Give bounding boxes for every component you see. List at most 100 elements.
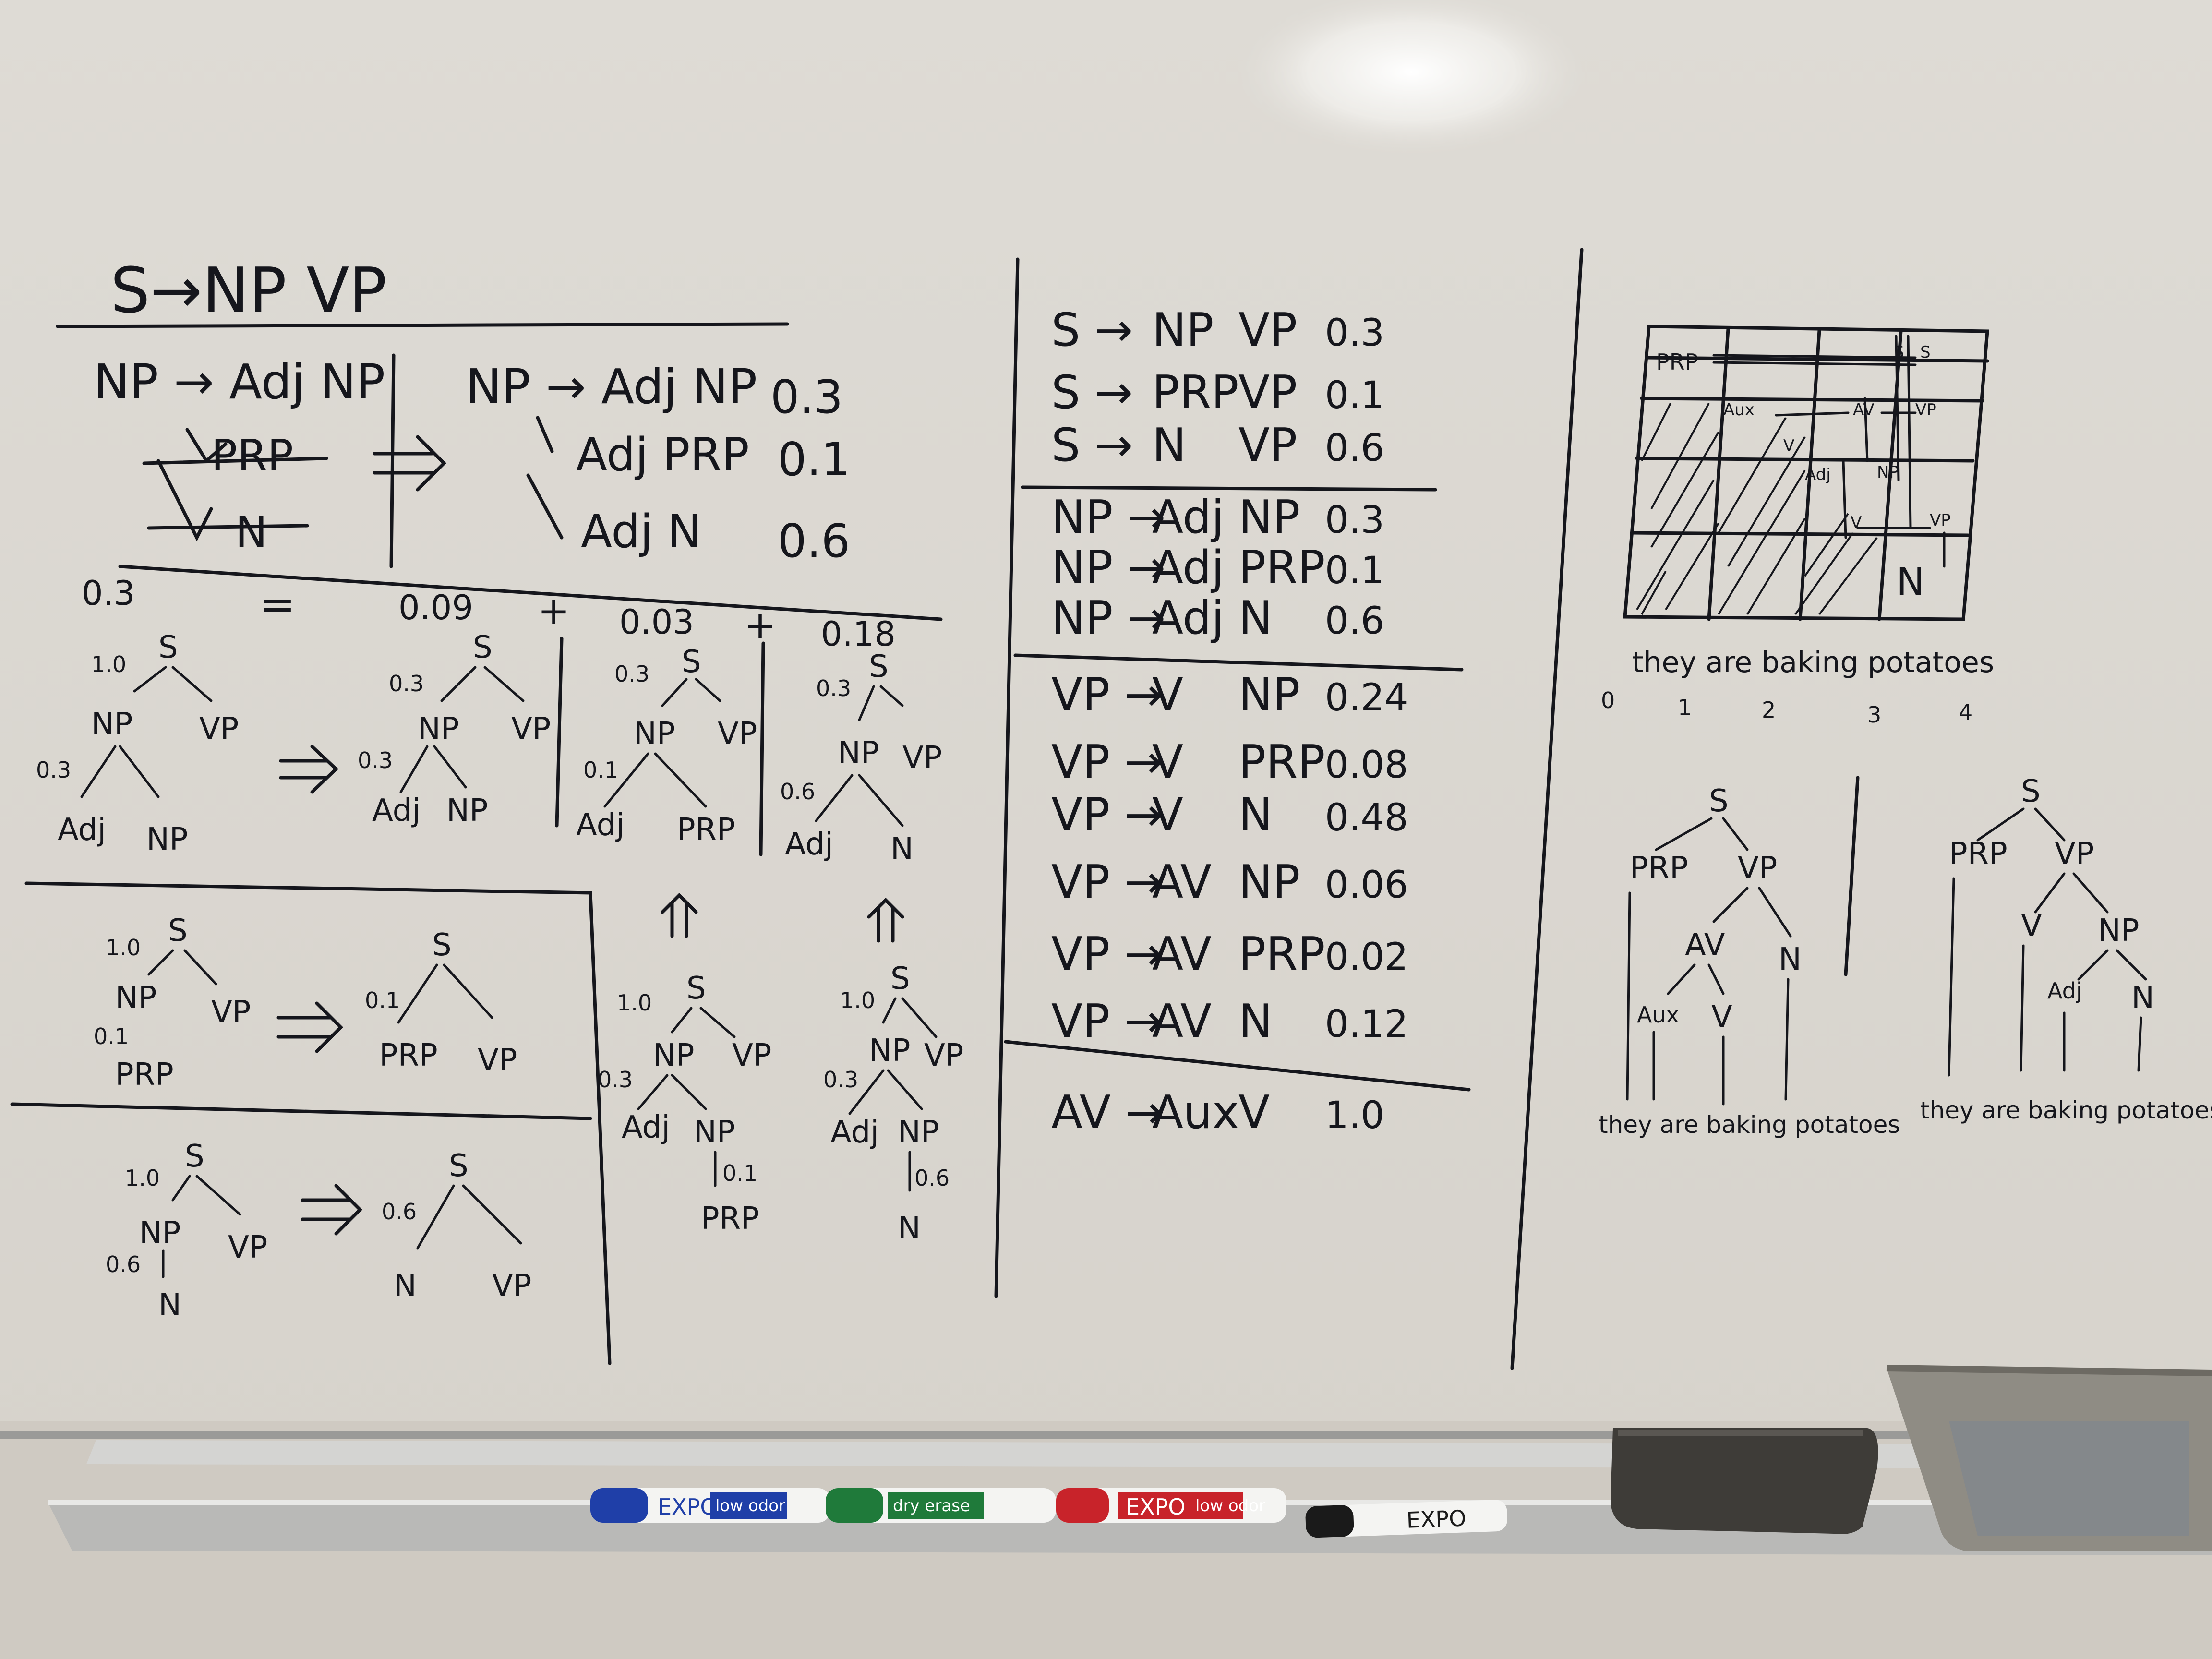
tree-a: S 1.0 NP VP 0.3 Adj NP — [36, 630, 239, 857]
rhs-prob-2: 0.1 — [778, 433, 850, 486]
rule-2-4-lhs: VP → — [1051, 928, 1163, 981]
left-section: S→NP VP NP → Adj NP PRP N NP → Adj NP 0.… — [10, 254, 963, 1365]
lhs-rule-2: PRP — [211, 431, 293, 481]
svg-text:dry erase: dry erase — [893, 1496, 970, 1515]
svg-text:Adj: Adj — [622, 1110, 670, 1145]
svg-text:Adj: Adj — [576, 807, 625, 843]
rule-2-1-prob: 0.08 — [1325, 744, 1408, 787]
svg-text:PRP: PRP — [677, 812, 735, 848]
svg-text:0.3: 0.3 — [598, 1067, 633, 1093]
divider-right — [1510, 248, 1584, 1370]
svg-text:Aux: Aux — [1723, 400, 1755, 420]
rule-0-1-lhs: S → — [1051, 366, 1133, 419]
svg-text:NP: NP — [139, 1215, 180, 1251]
divider-left — [994, 257, 1020, 1298]
rule-2-2-lhs: VP → — [1051, 789, 1163, 842]
rule-2-3-rhs2: NP — [1238, 856, 1300, 909]
rule-2-0-rhs1: V — [1152, 669, 1183, 721]
marker-red[interactable]: EXPO low odor — [1056, 1488, 1286, 1523]
rule-2-1-rhs2: PRP — [1238, 736, 1325, 789]
lhs-rule-3: N — [235, 507, 267, 558]
rule-0-1-rhs1: PRP — [1152, 366, 1239, 419]
marker-blue[interactable]: EXPO low odor — [590, 1488, 830, 1523]
rule-1-0-rhs2: NP — [1238, 491, 1300, 544]
rule-0-2-rhs1: N — [1152, 419, 1186, 472]
svg-text:1.0: 1.0 — [91, 651, 126, 677]
eraser-pouch — [1886, 1365, 2212, 1551]
rule-2-2-rhs2: N — [1238, 789, 1273, 842]
eq-lhs: 0.3 — [82, 574, 135, 613]
svg-text:VP: VP — [2055, 836, 2094, 872]
eq-term-3: 0.18 — [821, 614, 896, 654]
svg-text:3: 3 — [1867, 702, 1881, 728]
eraser[interactable] — [1611, 1428, 1878, 1534]
svg-text:S: S — [168, 913, 188, 949]
rule-0-2-rhs2: VP — [1238, 419, 1297, 472]
svg-text:NP: NP — [898, 1115, 939, 1150]
rule-2-3-rhs1: AV — [1152, 856, 1212, 909]
marker-black[interactable]: EXPO — [1305, 1499, 1508, 1538]
rule-2-4-rhs1: AV — [1152, 928, 1212, 981]
svg-text:N: N — [890, 831, 914, 867]
svg-text:0.3: 0.3 — [614, 661, 649, 687]
eq-plus-2: + — [744, 603, 776, 648]
svg-text:N: N — [394, 1268, 417, 1304]
svg-text:they are baking potatoes: they are baking potatoes — [1920, 1096, 2212, 1124]
rule-2-5-rhs1: AV — [1152, 995, 1212, 1048]
svg-text:1.0: 1.0 — [840, 987, 875, 1013]
eq-term-1: 0.09 — [398, 588, 473, 627]
svg-text:N: N — [2131, 980, 2154, 1016]
svg-text:S: S — [473, 630, 493, 665]
tree-e: S 1.0 NP VP 0.3 Adj NP 0.1 PRP — [598, 971, 771, 1237]
svg-text:NP: NP — [869, 1033, 910, 1069]
svg-text:AV: AV — [1685, 927, 1725, 963]
word-indices: 0 1 2 3 4 — [1601, 687, 1972, 728]
rule-2-1-lhs: VP → — [1051, 736, 1163, 789]
svg-text:1.0: 1.0 — [617, 990, 652, 1016]
rhs-rule-2: Adj PRP — [576, 429, 749, 481]
rule-2-5-lhs: VP → — [1051, 995, 1163, 1048]
rhs-rule-3: Adj N — [581, 505, 701, 558]
svg-text:0.6: 0.6 — [106, 1251, 141, 1277]
svg-text:V: V — [1711, 999, 1732, 1035]
rule-2-0-rhs2: NP — [1238, 669, 1300, 721]
svg-text:VP: VP — [732, 1038, 771, 1073]
svg-text:EXPO: EXPO — [1406, 1505, 1467, 1533]
box2-trees: S 1.0 NP VP 0.6 N 0.6 S N VP — [106, 1139, 531, 1323]
svg-text:low odor: low odor — [715, 1496, 785, 1515]
rule-1-1-rhs1: Adj — [1152, 541, 1224, 594]
rhs-rule-1: NP → Adj NP — [466, 359, 757, 415]
eq-sign: = — [259, 579, 295, 630]
rule-2-4-prob: 0.02 — [1325, 936, 1408, 979]
svg-text:VP: VP — [492, 1268, 531, 1304]
svg-text:0.1: 0.1 — [583, 757, 618, 783]
tree-f: S 1.0 NP VP 0.3 Adj NP 0.6 N — [823, 961, 963, 1246]
svg-text:low odor: low odor — [1195, 1496, 1265, 1515]
svg-text:0.3: 0.3 — [358, 747, 393, 773]
rule-1-0-lhs: NP → — [1051, 491, 1166, 544]
rule-3-0-rhs2: V — [1238, 1086, 1270, 1139]
svg-text:0.3: 0.3 — [823, 1067, 858, 1093]
svg-text:Aux: Aux — [1637, 1002, 1679, 1028]
rule-2-5-rhs2: N — [1238, 995, 1273, 1048]
svg-text:Adj: Adj — [372, 793, 421, 829]
svg-text:PRP: PRP — [1630, 851, 1688, 886]
svg-text:NP: NP — [1877, 463, 1899, 482]
svg-text:0.3: 0.3 — [389, 671, 424, 697]
svg-text:PRP: PRP — [1656, 349, 1698, 375]
rule-3-0-rhs1: Aux — [1152, 1086, 1239, 1139]
rule-2-0-lhs: VP → — [1051, 669, 1163, 721]
svg-text:PRP: PRP — [379, 1038, 438, 1073]
svg-text:NP: NP — [694, 1115, 735, 1150]
svg-text:N: N — [1779, 942, 1802, 977]
marker-green[interactable]: dry erase — [826, 1488, 1056, 1523]
svg-text:VP: VP — [199, 711, 239, 747]
svg-text:S: S — [158, 630, 178, 665]
rule-0-2-lhs: S → — [1051, 419, 1133, 472]
sentence: they are baking potatoes — [1632, 646, 1994, 679]
rule-0-1-rhs2: VP — [1238, 366, 1297, 419]
grammar-heading: S→NP VP — [110, 254, 387, 327]
rule-1-0-prob: 0.3 — [1325, 499, 1384, 542]
